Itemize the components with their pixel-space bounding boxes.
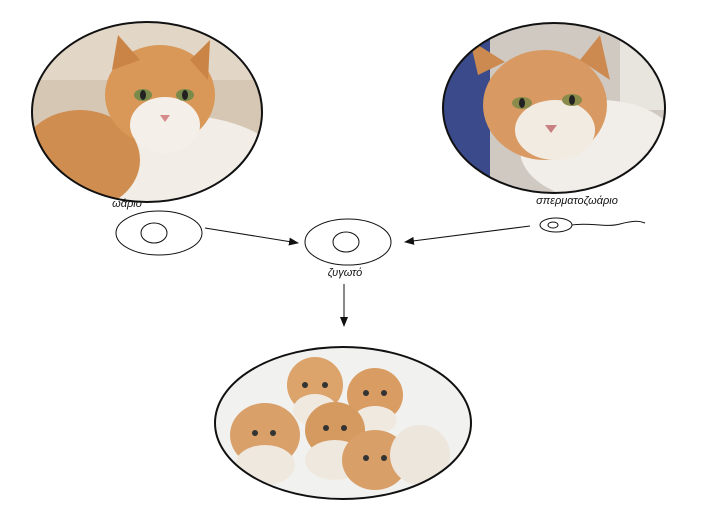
mother-cat-photo (31, 21, 263, 203)
egg-label: ωάριο (112, 198, 142, 210)
egg-to-zygote-arrow (204, 227, 299, 246)
egg-cell (115, 210, 203, 256)
zygote-label: ζυγωτό (328, 267, 363, 279)
sperm-to-zygote-arrow (404, 225, 531, 245)
kittens-photo (214, 346, 472, 500)
father-cat-photo (442, 22, 666, 194)
zygote-cell (304, 218, 392, 266)
sperm-label: σπερματοζωάριο (536, 195, 618, 207)
sperm-cell (539, 217, 646, 233)
